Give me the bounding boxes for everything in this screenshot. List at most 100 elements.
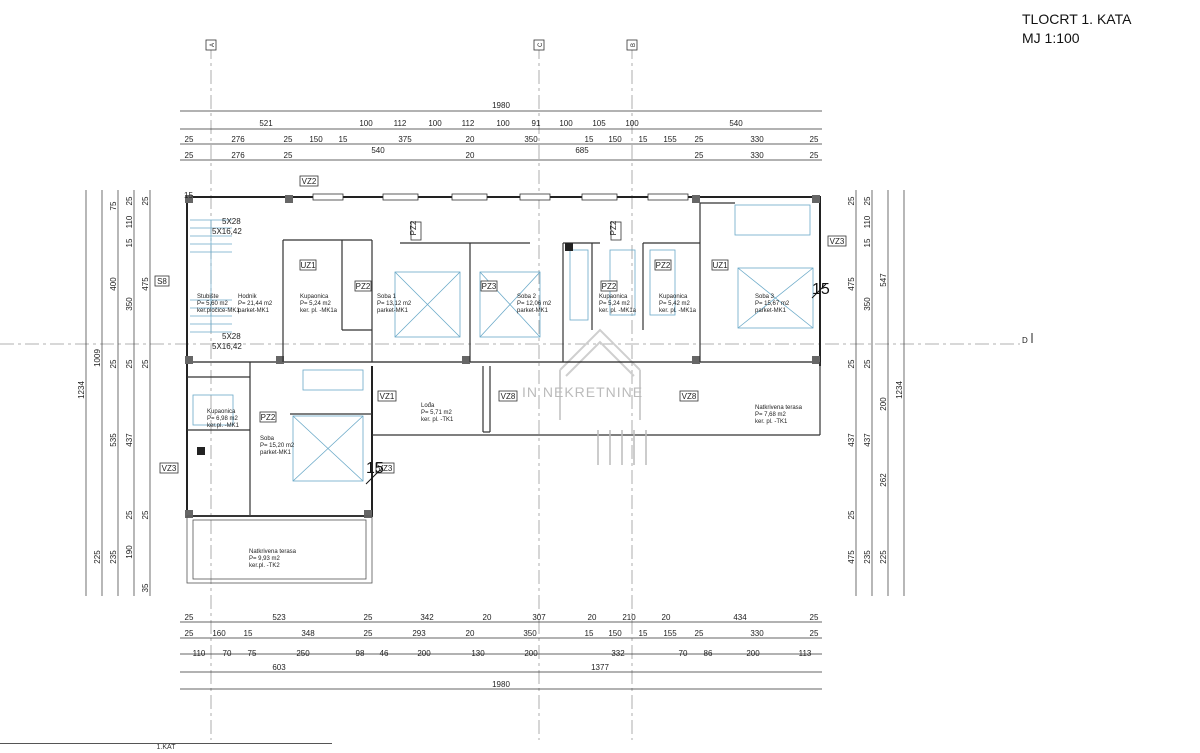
plan-label: 250 (296, 649, 310, 658)
plan-label: 113 (799, 649, 812, 658)
plan-label: 25 (185, 613, 194, 622)
dim-bottom-total: 1980 (492, 680, 510, 689)
grid-bubble-a (205, 39, 217, 51)
plan-label: 350 (125, 297, 134, 311)
plan-label: 15 (585, 135, 594, 144)
drawing-title-line1: TLOCRT 1. KATA (1022, 11, 1132, 27)
plan-label: 603 (272, 663, 286, 672)
plan-label: 1009 (93, 349, 102, 367)
grid-bubble-b (626, 39, 638, 51)
plan-label: 70 (679, 649, 688, 658)
plan-label: 276 (231, 151, 245, 160)
plan-label: 437 (863, 433, 872, 447)
plan-label: Soba 3 (755, 294, 775, 300)
plan-label: 15 (339, 135, 348, 144)
plan-label: 110 (125, 215, 134, 228)
drawing-title: TLOCRT 1. KATA MJ 1:100 (1022, 10, 1131, 48)
plan-label: 20 (466, 151, 475, 160)
plan-label: 25 (810, 135, 819, 144)
plan-label: 150 (608, 629, 622, 638)
plan-label: 330 (750, 151, 764, 160)
plan-label: 25 (125, 196, 134, 205)
plan-label: 91 (532, 119, 541, 128)
plan-label: VZ3 (378, 464, 393, 473)
plan-label: 350 (523, 629, 537, 638)
plan-label: 112 (394, 119, 407, 128)
plan-label: P= 12,06 m2 (517, 301, 552, 307)
plan-label: PZ2 (656, 261, 671, 270)
plan-label: P= 15,67 m2 (755, 301, 790, 307)
plan-label: 5X16,42 (212, 227, 242, 236)
grid-label-b: B (631, 43, 637, 47)
plan-label: 350 (863, 297, 872, 311)
plan-label: 332 (611, 649, 625, 658)
plan-label: 15 (639, 629, 648, 638)
plan-label: 15 (244, 629, 253, 638)
plan-label: 75 (109, 201, 118, 210)
plan-label: 20 (466, 629, 475, 638)
grid-label-d: D (1022, 336, 1028, 345)
plan-label: 540 (371, 146, 385, 155)
plan-label: 25 (695, 629, 704, 638)
plan-label: 25 (364, 629, 373, 638)
plan-label: PZ2 (609, 220, 618, 235)
plan-label: 200 (746, 649, 760, 658)
plan-label: Stubište (197, 294, 219, 300)
plan-label: 25 (847, 359, 856, 368)
plan-label: 521 (259, 119, 273, 128)
plan-label: P= 7,68 m2 (755, 412, 787, 418)
plan-label: 225 (879, 550, 888, 564)
plan-label: 400 (109, 277, 118, 291)
plan-label: Kupaonica (599, 294, 628, 300)
plan-label: 375 (398, 135, 412, 144)
plan-label: 523 (272, 613, 286, 622)
plan-label: 86 (704, 649, 713, 658)
plan-label: 210 (622, 613, 636, 622)
plan-label: P= 21,44 m2 (238, 301, 273, 307)
plan-label: 25 (847, 510, 856, 519)
plan-label: 350 (524, 135, 538, 144)
plan-label: 20 (588, 613, 597, 622)
plan-label: 25 (863, 196, 872, 205)
plan-label: P= 6,98 m2 (207, 416, 239, 422)
plan-label: 190 (125, 545, 134, 559)
plan-label: VZ1 (380, 392, 395, 401)
plan-label: 15 (585, 629, 594, 638)
plan-label: parket-MK1 (755, 308, 787, 314)
plan-label: parket-MK1 (260, 450, 292, 456)
plan-label: 348 (301, 629, 315, 638)
plan-label: 342 (420, 613, 434, 622)
plan-label: 25 (125, 359, 134, 368)
plan-label: Soba 1 (377, 294, 397, 300)
plan-label: 25 (364, 613, 373, 622)
plan-label: parket-MK1 (238, 308, 270, 314)
plan-label: 110 (193, 649, 206, 658)
plan-label: Natkrivena terasa (249, 549, 297, 555)
watermark-text: IN NEKRETNINE (522, 384, 644, 400)
plan-label: 20 (662, 613, 671, 622)
plan-label: 25 (810, 151, 819, 160)
plan-label: VZ3 (162, 464, 177, 473)
watermark-logo (559, 328, 641, 420)
plan-label: 276 (231, 135, 245, 144)
plan-label: ker.pl. -TK2 (249, 563, 280, 569)
plan-label: 46 (380, 649, 389, 658)
plan-label: 5X16,42 (212, 342, 242, 351)
plan-label: 98 (356, 649, 365, 658)
plan-label: 105 (592, 119, 606, 128)
plan-label: 110 (863, 215, 872, 228)
plan-label: P= 5,42 m2 (659, 301, 691, 307)
plan-label: Lođa (421, 403, 435, 409)
plan-label: 685 (575, 146, 589, 155)
plan-label: 75 (248, 649, 257, 658)
plan-label: 25 (810, 629, 819, 638)
plan-label: 15 (184, 191, 193, 200)
plan-label: 5X28 (222, 217, 241, 226)
plan-label: Kupaonica (659, 294, 688, 300)
plan-label: ker.pločice-MK1 (197, 308, 240, 314)
plan-label: 25 (141, 359, 150, 368)
plan-label: VZ8 (501, 392, 516, 401)
plan-label: 15 (863, 238, 872, 247)
plan-label: 100 (559, 119, 573, 128)
dim-top-total: 1980 (492, 101, 510, 110)
